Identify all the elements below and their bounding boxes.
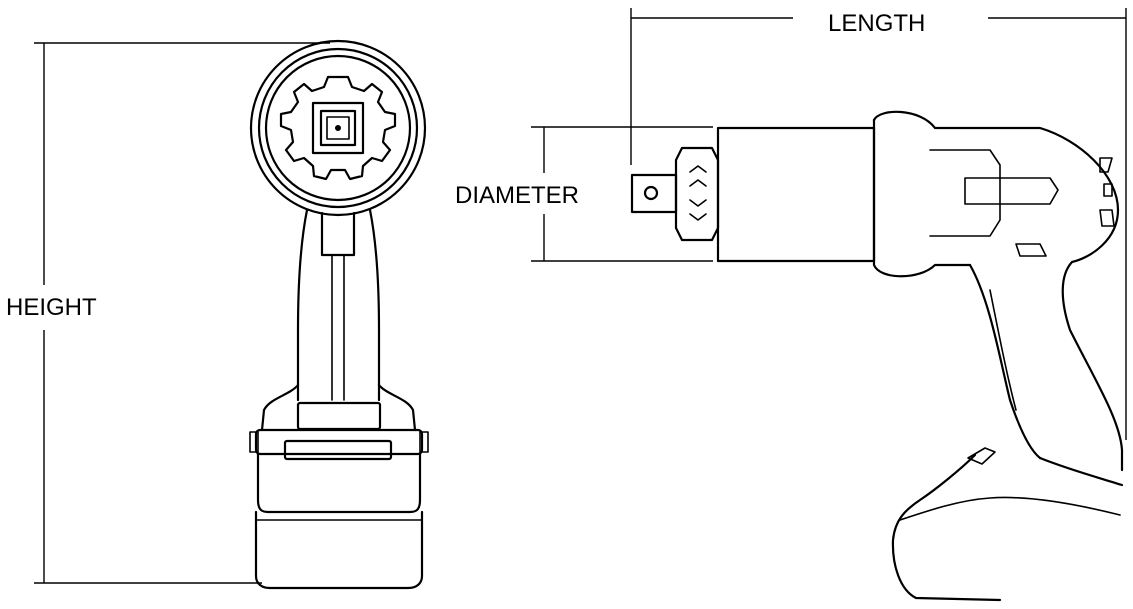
tool-front-view — [249, 39, 429, 590]
diameter-label: DIAMETER — [455, 182, 579, 209]
length-label: LENGTH — [828, 10, 925, 37]
diameter-dimension: DIAMETER — [455, 126, 713, 262]
height-label: HEIGHT — [6, 294, 97, 321]
tool-side-view — [630, 110, 1124, 602]
length-dimension: LENGTH — [630, 8, 1127, 440]
height-dimension: HEIGHT — [6, 42, 330, 584]
